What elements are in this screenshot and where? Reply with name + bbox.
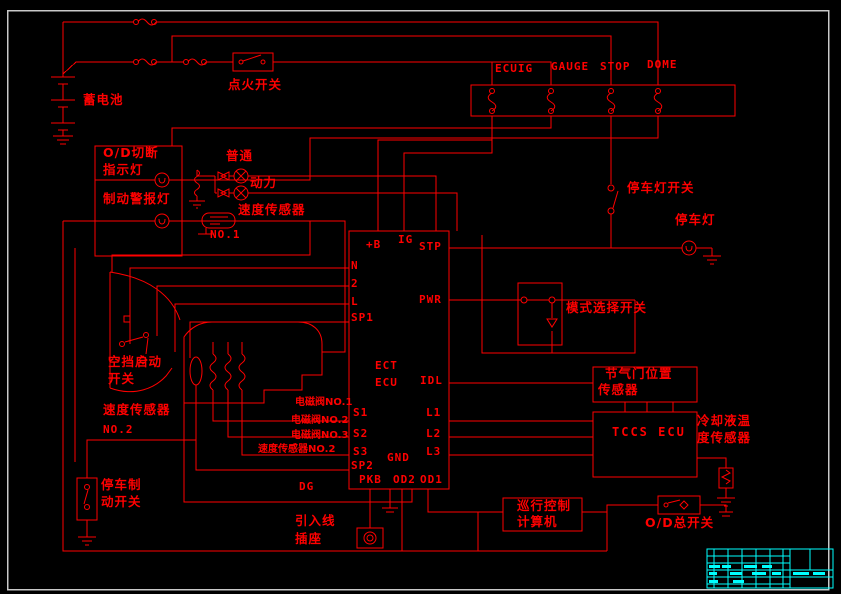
cruise-control-box — [502, 497, 583, 532]
ecu-left-pin-wires — [129, 267, 349, 358]
od-indicator-lamp-icon — [154, 172, 170, 188]
ecu-pin-od1: OD1 — [420, 473, 443, 486]
cruise-control-label-line1: 巡行控制 — [517, 498, 572, 513]
transmission-housing — [183, 321, 323, 404]
mode-select-wires — [449, 235, 636, 354]
battery-label: 蓄电池 — [83, 92, 124, 107]
speed-sensor-no1-label: 速度传感器 — [238, 202, 306, 217]
ecu-right-wires — [449, 382, 593, 456]
ecu-pin-l1: L1 — [426, 406, 442, 419]
stop-light-switch-label: 停车灯开关 — [627, 180, 695, 195]
mode-select-switch-label: 模式选择开关 — [566, 300, 648, 315]
ignition-switch-symbol — [232, 52, 274, 72]
neutral-start-switch-label-line1: 空挡启动 — [108, 354, 163, 369]
fuse-ecuig-label: ECUIG — [495, 62, 534, 75]
stop-light-switch-symbol — [607, 184, 619, 215]
coolant-sensor-label-line2: 度传感器 — [697, 430, 752, 445]
ecu-pin-gnd: GND — [387, 451, 410, 464]
ecu-pin-od2: OD2 — [393, 473, 416, 486]
fuse-stop-label: STOP — [600, 60, 631, 73]
lead-in-socket-label-line2: 插座 — [295, 531, 323, 546]
ecu-pin-2: 2 — [351, 277, 359, 290]
ecu-pin-s2: S2 — [353, 427, 369, 440]
parking-brake-switch-label-line2: 动开关 — [101, 494, 142, 509]
ecu-name-ect: ECT — [375, 359, 398, 372]
brake-warning-lamp-icon — [154, 213, 170, 229]
battery-symbol — [51, 22, 77, 145]
od-main-switch-label: O/D总开关 — [645, 515, 715, 530]
ect-ecu-box — [348, 230, 450, 490]
ecu-pin-l3: L3 — [426, 445, 442, 458]
coolant-temp-sensor-symbol — [697, 457, 735, 507]
neutral-start-switch-symbol — [109, 271, 181, 393]
battery-supply-wires — [63, 21, 659, 85]
throttle-sensor-label-line1: 节气门位置 — [605, 366, 673, 381]
ecu-pin-pwr: PWR — [419, 293, 442, 306]
speed-sensor-no2-label-line1: 速度传感器 — [103, 402, 171, 417]
mode-select-switch-symbol — [517, 282, 563, 353]
throttle-sensor-box — [592, 366, 698, 403]
pattern-lamp-circuit — [189, 170, 458, 231]
ecu-pin-l: L — [351, 295, 359, 308]
title-block-text-marks — [709, 565, 825, 583]
ecu-pin-s1: S1 — [353, 406, 369, 419]
cruise-control-label-line2: 计算机 — [517, 514, 558, 529]
ecu-bottom-wires — [369, 489, 658, 551]
brake-warning-lamp-label: 制动警报灯 — [103, 191, 171, 206]
speed-sensor-no2-inline-label: 速度传感器NO.2 — [258, 444, 336, 455]
parking-brake-switch-symbol — [76, 439, 196, 546]
sheet-frame — [6, 9, 830, 591]
tccs-ecu-label: TCCS ECU — [612, 425, 686, 439]
solenoid-no2-label: 电磁阀NO.2 — [291, 415, 349, 426]
fuse-box — [470, 84, 736, 117]
stop-light-label: 停车灯 — [675, 212, 716, 227]
ecu-name-ecu: ECU — [375, 376, 398, 389]
fuse-output-wires — [169, 116, 659, 231]
left-bus-wires — [62, 221, 607, 552]
speed-sensor-no2-label-line2: NO.2 — [103, 423, 134, 436]
ecu-pin-l2: L2 — [426, 427, 442, 440]
solenoid-no3-label: 电磁阀NO.3 — [291, 430, 349, 441]
speed-sensor-no1-wire — [111, 220, 311, 272]
od-main-switch-symbol — [657, 495, 733, 517]
neutral-start-switch-label-line2: 开关 — [108, 371, 136, 386]
ecu-pin-n: N — [351, 259, 359, 272]
ecu-pin-stp: STP — [419, 240, 442, 253]
parking-brake-switch-label-line1: 停车制 — [101, 477, 142, 492]
ecu-pin-idl: IDL — [420, 374, 443, 387]
ecu-pin-ig: IG — [398, 233, 414, 246]
solenoid-no1-label: 电磁阀NO.1 — [295, 397, 353, 408]
lead-in-socket-label-line1: 引入线 — [295, 513, 336, 528]
dg-wire-label: DG — [299, 480, 315, 493]
tccs-ecu-box — [592, 402, 698, 478]
fuse-gauge-label: GAUGE — [551, 60, 590, 73]
pattern-power-label: 动力 — [250, 175, 278, 190]
od-cut-indicator-label-line1: O/D切断 — [103, 145, 159, 160]
title-block — [706, 548, 834, 589]
fuse-icons — [487, 88, 663, 114]
pattern-normal-label: 普通 — [226, 148, 254, 163]
solenoid-output-wires — [183, 385, 413, 503]
ecu-pin-s3: S3 — [353, 445, 369, 458]
throttle-sensor-label-line2: 传感器 — [598, 382, 639, 397]
lead-in-connector-symbol — [356, 527, 384, 549]
fuse-dome-label: DOME — [647, 58, 678, 71]
od-cut-indicator-label-line2: 指示灯 — [103, 162, 144, 177]
ecu-pin-sp1: SP1 — [351, 311, 374, 324]
ecu-pin-pkb: PKB — [359, 473, 382, 486]
pattern-lamp-symbols — [194, 168, 249, 201]
coolant-sensor-label-line1: 冷却液温 — [697, 413, 752, 428]
ignition-switch-label: 点火开关 — [228, 77, 283, 92]
ecu-pin-b-plus: +B — [366, 238, 382, 251]
stop-light-circuit — [449, 214, 721, 265]
fusible-link-icon — [133, 18, 207, 66]
stop-lamp-icon — [681, 240, 697, 256]
speed-sensor-no1-number: NO.1 — [210, 228, 241, 241]
ecu-pin-sp2: SP2 — [351, 459, 374, 472]
